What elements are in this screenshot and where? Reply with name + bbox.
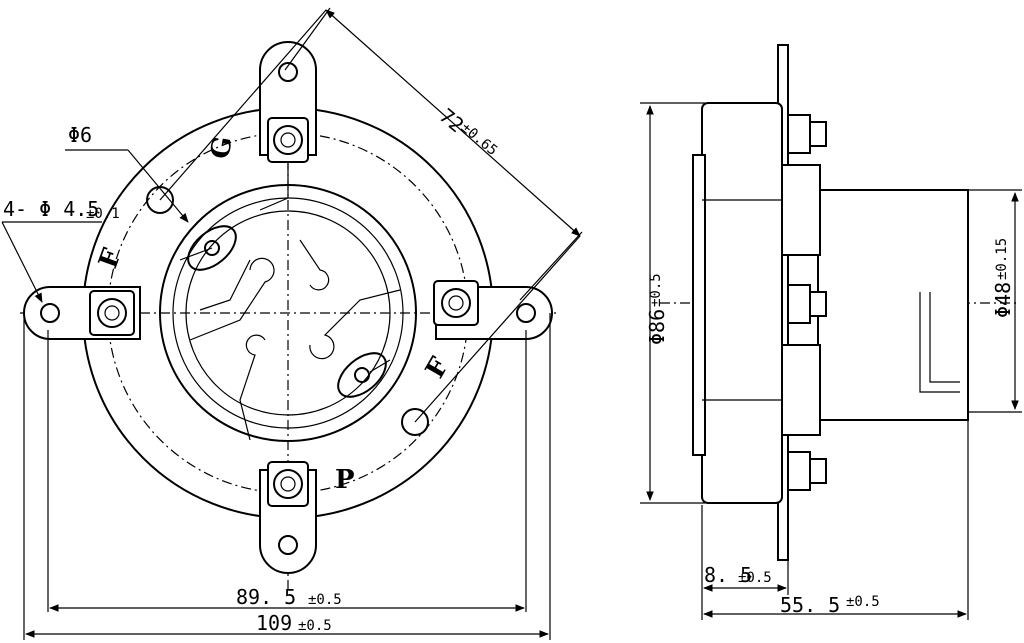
socket-body-side — [701, 102, 783, 504]
contact-housing-lower — [781, 344, 821, 436]
outer-dia-label: Φ86 — [645, 309, 669, 345]
diag-dim-line — [325, 9, 581, 237]
mount-hole-left — [40, 303, 60, 323]
pin-label-right: F — [420, 352, 455, 383]
mount-hole-tol: ±0.1 — [86, 206, 120, 222]
shield-slot — [919, 292, 960, 393]
socket-body — [185, 210, 391, 416]
span-inner-tol: ±0.5 — [308, 592, 342, 608]
terminal-top — [267, 117, 309, 163]
terminal-left — [89, 290, 135, 336]
pin-label-left: F — [93, 244, 128, 272]
flange-tol: ±0.5 — [738, 570, 772, 586]
terminal-right — [433, 280, 479, 326]
stud-middle — [787, 284, 827, 324]
terminal-bottom — [267, 461, 309, 507]
diag-tol: ±0.65 — [458, 120, 501, 159]
socket-contacts — [179, 162, 401, 441]
phi6-leader — [127, 149, 189, 223]
depth-tol: ±0.5 — [846, 594, 880, 610]
inner-dia-tol: ±0.15 — [994, 238, 1010, 280]
inner-dia-label: Φ48 — [991, 282, 1015, 318]
span-outer-tol: ±0.5 — [298, 618, 332, 634]
mount-hole-leader — [1, 221, 43, 303]
flange-label: 8. 5 — [704, 563, 752, 587]
outer-dia-tol: ±0.5 — [648, 273, 664, 307]
contact-f-left — [187, 225, 237, 271]
contact-f-right — [337, 352, 387, 398]
diag-ref-line-1 — [159, 9, 327, 201]
phi6-hole-upper — [146, 186, 174, 214]
mount-hole-label: 4- Φ 4.5 — [3, 197, 99, 221]
phi6-label: Φ6 — [68, 123, 92, 147]
span-outer-label: 109 — [256, 611, 292, 635]
span-inner-label: 89. 5 — [236, 585, 296, 609]
phi6-hole-lower — [401, 408, 429, 436]
pin-label-top: G — [205, 134, 238, 161]
stud-bottom — [787, 451, 827, 491]
shield-cylinder — [817, 189, 969, 421]
diag-ext-top — [284, 7, 331, 71]
stud-top — [787, 114, 827, 154]
diag-ext-bottom — [519, 231, 583, 301]
side-view: Φ86 ±0.5 Φ48 ±0.15 8. 5 ±0.5 55. 5 ±0.5 — [640, 44, 1022, 620]
contact-housing-upper — [781, 164, 821, 256]
mount-hole-right — [516, 303, 536, 323]
front-view: G F F P Φ6 4- Φ 4.5 ±0.1 72 ±0.65 89. 5 … — [1, 7, 583, 640]
depth-label: 55. 5 — [780, 593, 840, 617]
socket-face — [692, 154, 706, 456]
pin-label-bottom: P — [335, 465, 355, 495]
diag-ref-line-2 — [414, 235, 581, 423]
